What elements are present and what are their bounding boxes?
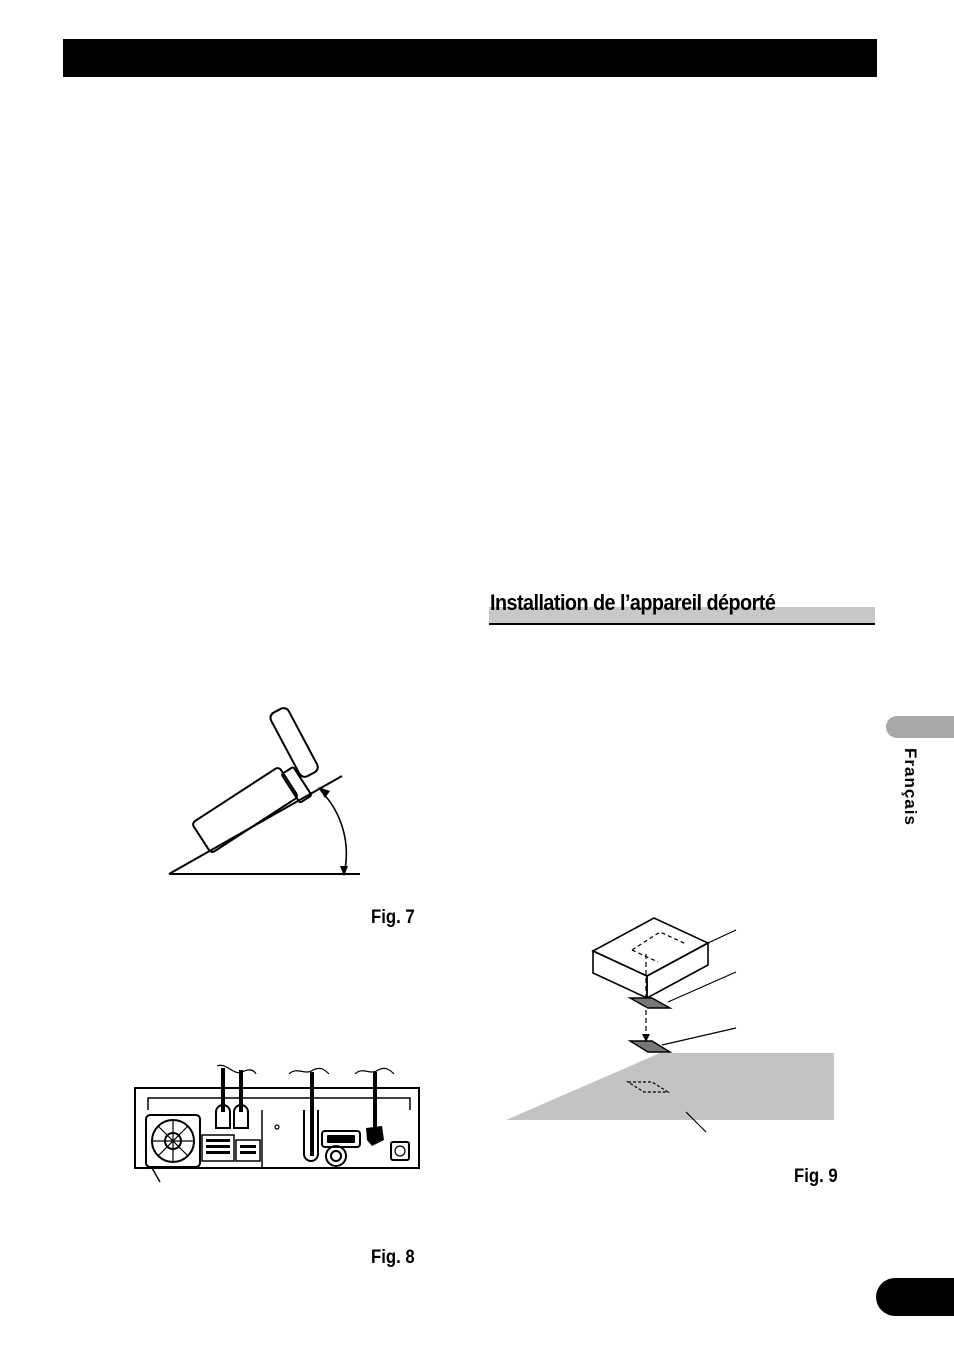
header-bar <box>63 39 877 77</box>
page-number-tab <box>876 1278 954 1316</box>
figure-9-label: Fig. 9 <box>794 1166 838 1187</box>
section-title-text: Installation de l’appareil déporté <box>490 590 776 615</box>
figure-7-label: Fig. 7 <box>371 907 415 928</box>
language-label: Français <box>901 748 920 826</box>
figure-9-illustration <box>506 917 834 1133</box>
figure-8-illustration <box>134 1064 420 1183</box>
figure-8-label: Fig. 8 <box>371 1247 415 1268</box>
heading-shade <box>489 607 875 624</box>
figure-7-illustration <box>168 707 360 876</box>
language-tab <box>886 716 954 738</box>
section-heading: Installation de l’appareil déporté <box>489 590 875 626</box>
heading-underline <box>489 623 875 625</box>
